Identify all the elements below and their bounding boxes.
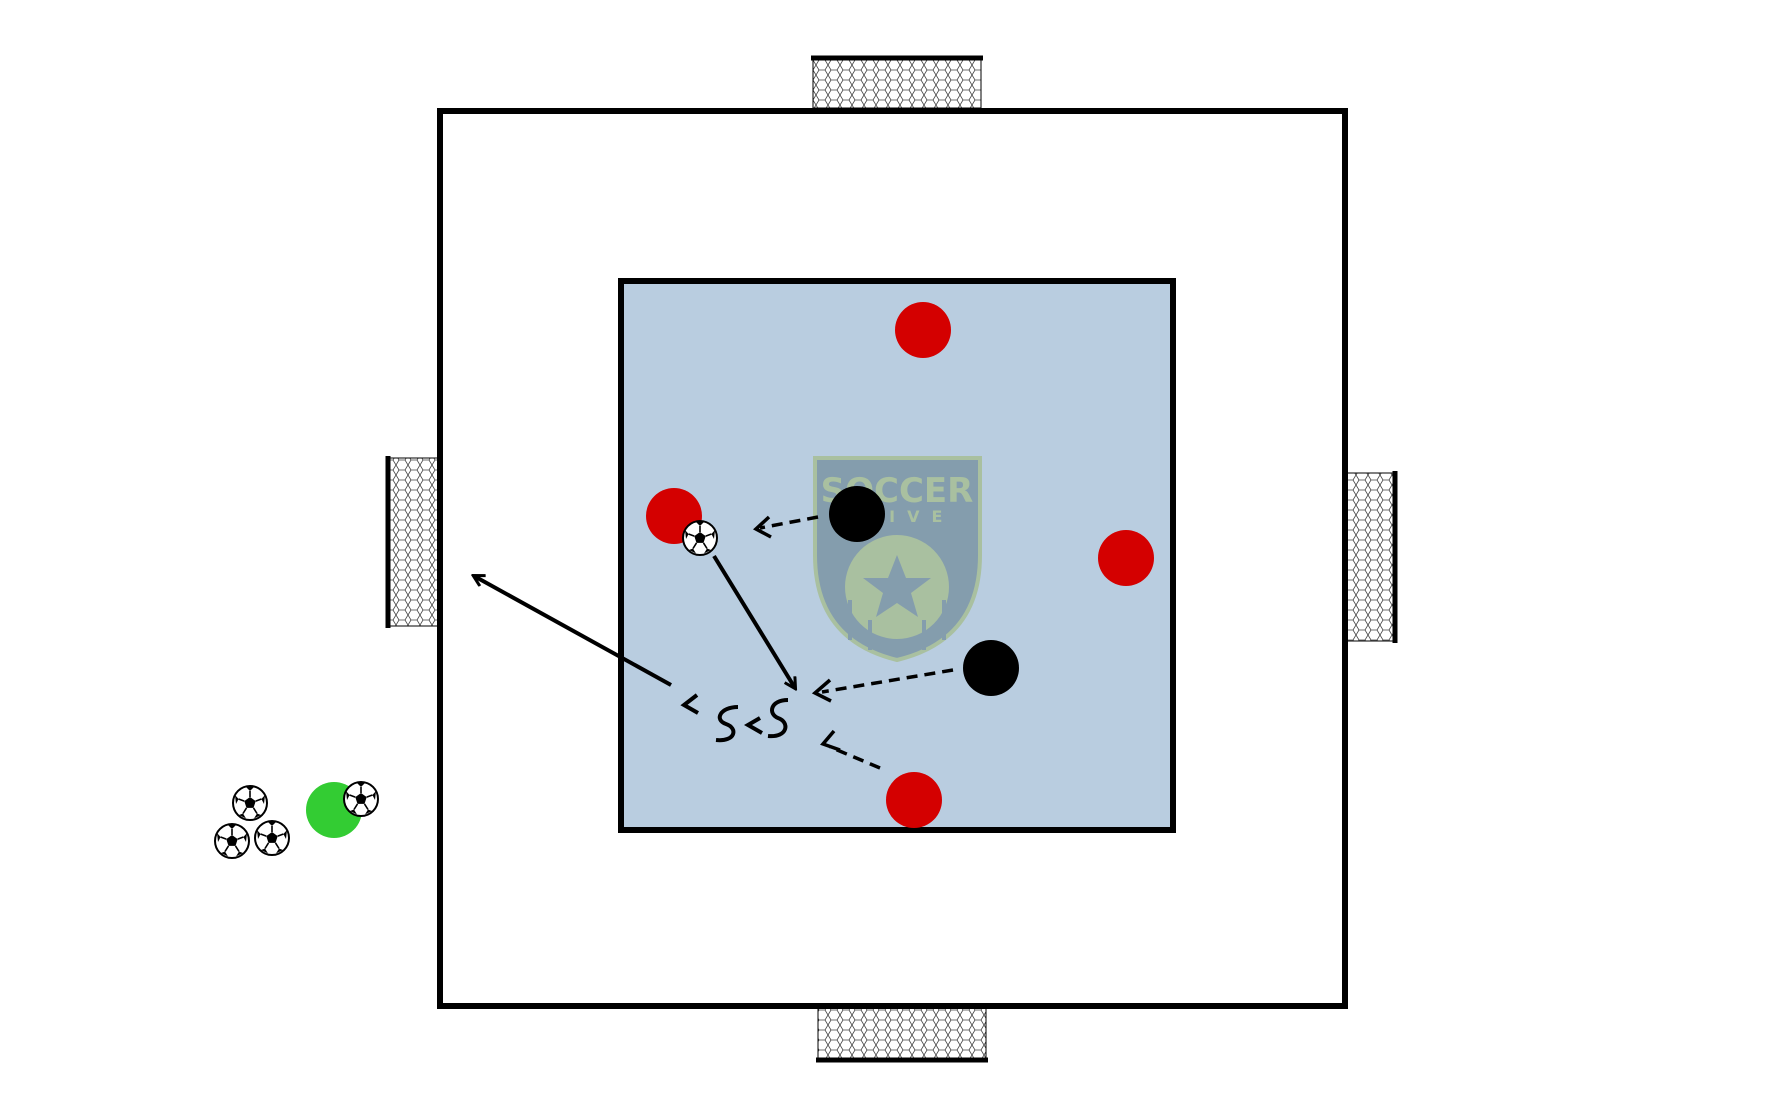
soccer-drive-logo: SOCCER DRIVE [813, 456, 982, 663]
spare-ball-1-icon [232, 785, 268, 821]
run-arrow-top-head [753, 515, 772, 539]
goal-net-left [387, 457, 441, 627]
goal-net-top [812, 57, 982, 109]
run-arrow-right [821, 668, 954, 694]
shot-arrow [474, 576, 672, 687]
dribble-path [680, 693, 789, 743]
goal-net-bottom [817, 1004, 987, 1061]
red-player-right [1098, 530, 1154, 586]
spare-ball-3-icon [254, 820, 290, 856]
red-player-bottom [886, 772, 942, 828]
pass-arrow [712, 554, 795, 688]
black-player-top [829, 486, 885, 542]
spare-ball-2-icon [214, 823, 250, 859]
outer-field [437, 108, 1348, 1009]
ball-in-play-icon [682, 520, 718, 556]
run-arrow-top [759, 515, 819, 530]
goal-net-right [1342, 472, 1396, 642]
run-arrow-right-head [811, 678, 832, 703]
black-player-bottom [963, 640, 1019, 696]
ball-green-player-icon [343, 781, 379, 817]
soccer-ball-star-shield-icon [845, 535, 949, 650]
red-player-top [895, 302, 951, 358]
run-arrow-bottom-head [820, 729, 841, 752]
